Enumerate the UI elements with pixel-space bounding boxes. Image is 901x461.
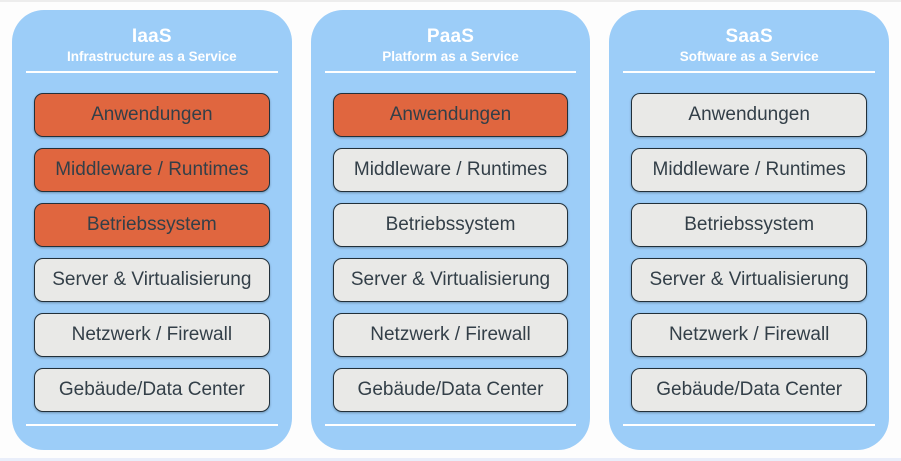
- columns-board: IaaS Infrastructure as a Service Anwendu…: [12, 10, 890, 450]
- header-divider: [623, 71, 876, 73]
- layer-server-virtualisierung: Server & Virtualisierung: [631, 258, 868, 302]
- header-divider: [26, 71, 278, 73]
- layer-gebaeude-data-center: Gebäude/Data Center: [332, 368, 569, 412]
- footer-divider: [26, 424, 278, 426]
- layer-netzwerk-firewall: Netzwerk / Firewall: [34, 313, 270, 357]
- layer-netzwerk-firewall: Netzwerk / Firewall: [332, 313, 569, 357]
- layer-server-virtualisierung: Server & Virtualisierung: [34, 258, 270, 302]
- layer-middleware-runtimes: Middleware / Runtimes: [332, 148, 569, 192]
- layer-stack-iaas: Anwendungen Middleware / Runtimes Betrie…: [24, 93, 280, 412]
- column-title-iaas: IaaS: [131, 26, 172, 47]
- column-title-paas: PaaS: [426, 26, 475, 47]
- layer-betriebssystem: Betriebssystem: [34, 203, 270, 247]
- layer-gebaeude-data-center: Gebäude/Data Center: [34, 368, 270, 412]
- column-title-saas: SaaS: [725, 26, 773, 47]
- layer-netzwerk-firewall: Netzwerk / Firewall: [631, 313, 868, 357]
- footer-divider: [324, 424, 577, 426]
- layer-gebaeude-data-center: Gebäude/Data Center: [631, 368, 868, 412]
- layer-betriebssystem: Betriebssystem: [631, 203, 868, 247]
- layer-anwendungen: Anwendungen: [631, 93, 868, 137]
- header-divider: [324, 71, 577, 73]
- column-paas: PaaS Platform as a Service Anwendungen M…: [310, 10, 591, 450]
- layer-anwendungen: Anwendungen: [332, 93, 569, 137]
- layer-anwendungen: Anwendungen: [34, 93, 270, 137]
- layer-stack-paas: Anwendungen Middleware / Runtimes Betrie…: [323, 93, 579, 412]
- column-subtitle-saas: Software as a Service: [679, 49, 819, 64]
- column-subtitle-iaas: Infrastructure as a Service: [67, 49, 237, 64]
- column-subtitle-paas: Platform as a Service: [382, 49, 519, 64]
- layer-betriebssystem: Betriebssystem: [332, 203, 569, 247]
- layer-server-virtualisierung: Server & Virtualisierung: [332, 258, 569, 302]
- footer-divider: [623, 424, 876, 426]
- column-iaas: IaaS Infrastructure as a Service Anwendu…: [12, 10, 292, 450]
- layer-stack-saas: Anwendungen Middleware / Runtimes Betrie…: [621, 93, 877, 412]
- layer-middleware-runtimes: Middleware / Runtimes: [631, 148, 868, 192]
- column-saas: SaaS Software as a Service Anwendungen M…: [609, 10, 890, 450]
- layer-middleware-runtimes: Middleware / Runtimes: [34, 148, 270, 192]
